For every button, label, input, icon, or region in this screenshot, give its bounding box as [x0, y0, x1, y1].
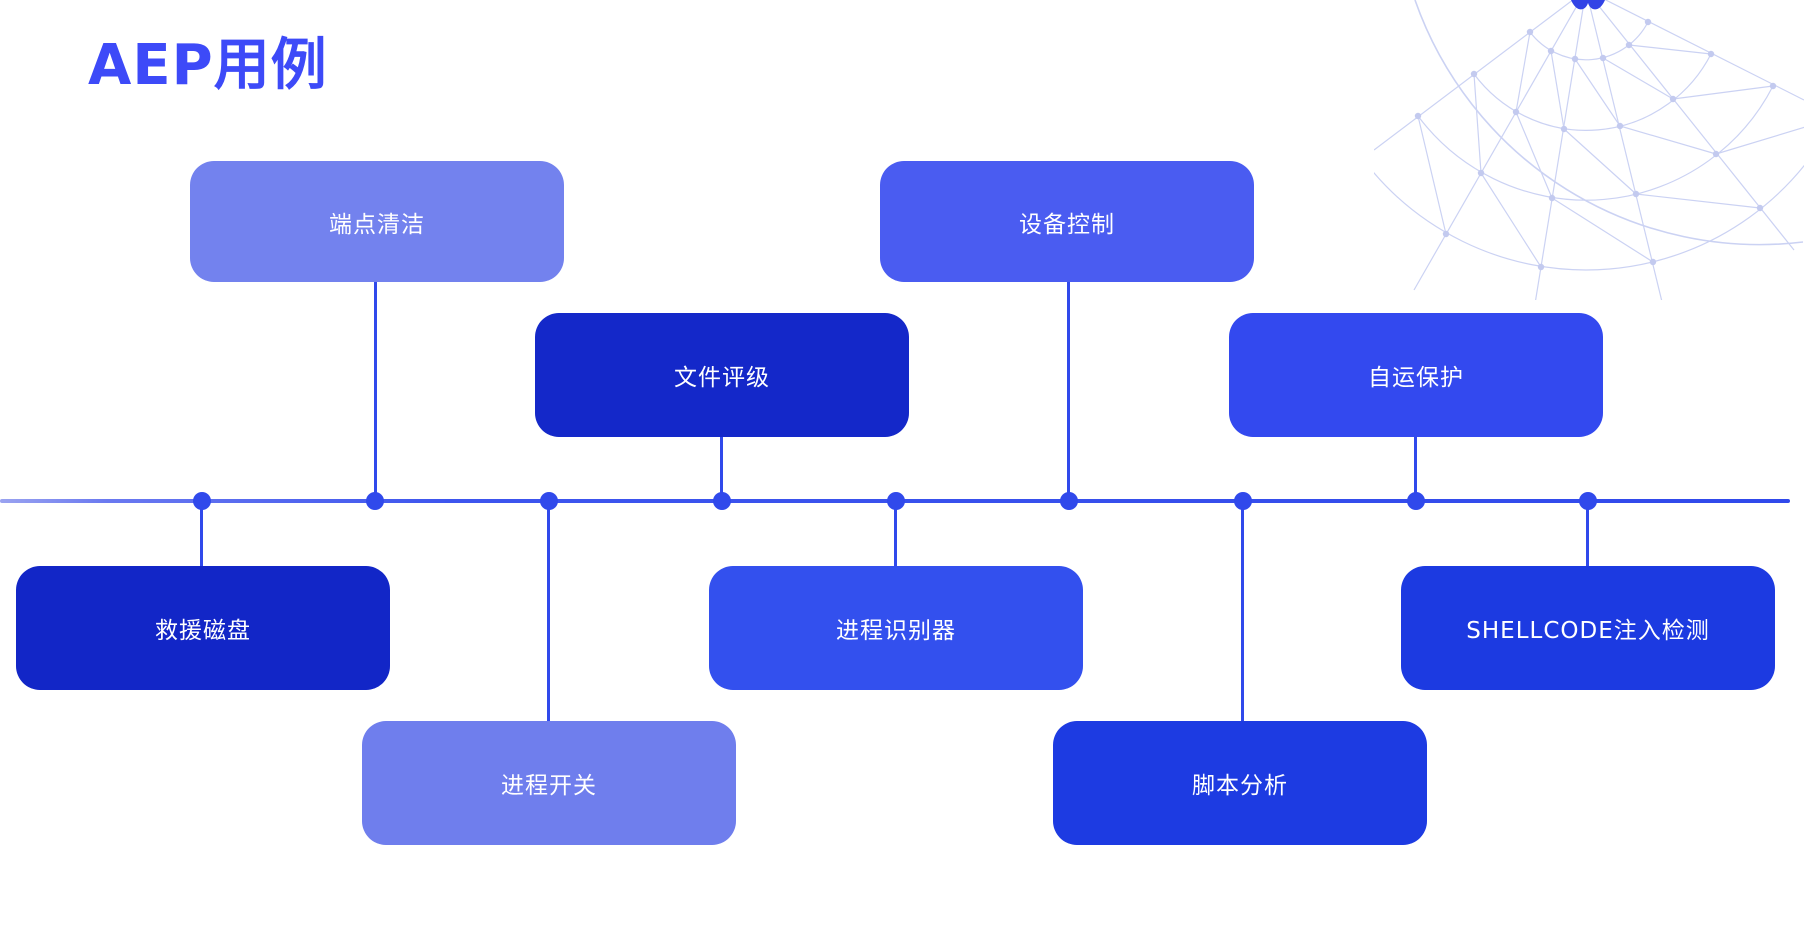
connector-line	[374, 282, 377, 501]
wireframe-globe-icon	[1374, 0, 1804, 300]
connector-line	[1414, 437, 1417, 501]
timeline-dot	[1579, 492, 1597, 510]
connector-line	[1067, 282, 1070, 501]
timeline-dot	[540, 492, 558, 510]
node-device-control: 设备控制	[880, 161, 1254, 282]
node-label: 设备控制	[1019, 211, 1115, 238]
timeline-dot	[887, 492, 905, 510]
node-label: 进程开关	[501, 773, 597, 799]
connector-line	[1241, 501, 1244, 721]
node-label: 自运保护	[1368, 365, 1464, 391]
node-label: 脚本分析	[1192, 773, 1288, 799]
node-process-switch: 进程开关	[362, 721, 736, 845]
timeline-dot	[1060, 492, 1078, 510]
node-label: 文件评级	[674, 365, 770, 391]
node-endpoint-clean: 端点清洁	[190, 161, 564, 282]
timeline-dot	[366, 492, 384, 510]
connector-line	[894, 501, 897, 566]
timeline-dot	[1234, 492, 1252, 510]
node-label: 端点清洁	[329, 211, 425, 238]
page-title: AEP用例	[88, 33, 328, 98]
connector-line	[720, 437, 723, 501]
connector-line	[547, 501, 550, 721]
timeline-dot	[1407, 492, 1425, 510]
node-rescue-disk: 救援磁盘	[16, 566, 390, 690]
node-self-protection: 自运保护	[1229, 313, 1603, 437]
connector-line	[200, 501, 203, 566]
node-file-rating: 文件评级	[535, 313, 909, 437]
connector-line	[1586, 501, 1589, 566]
logo-mark-icon	[1571, 0, 1605, 10]
node-label: 救援磁盘	[155, 618, 251, 644]
node-process-identifier: 进程识别器	[709, 566, 1083, 690]
node-shellcode-injection-detection: SHELLCODE注入检测	[1401, 566, 1775, 690]
node-label: 进程识别器	[836, 618, 956, 644]
node-script-analysis: 脚本分析	[1053, 721, 1427, 845]
timeline-dot	[713, 492, 731, 510]
node-label: SHELLCODE注入检测	[1466, 618, 1710, 644]
timeline-dot	[193, 492, 211, 510]
